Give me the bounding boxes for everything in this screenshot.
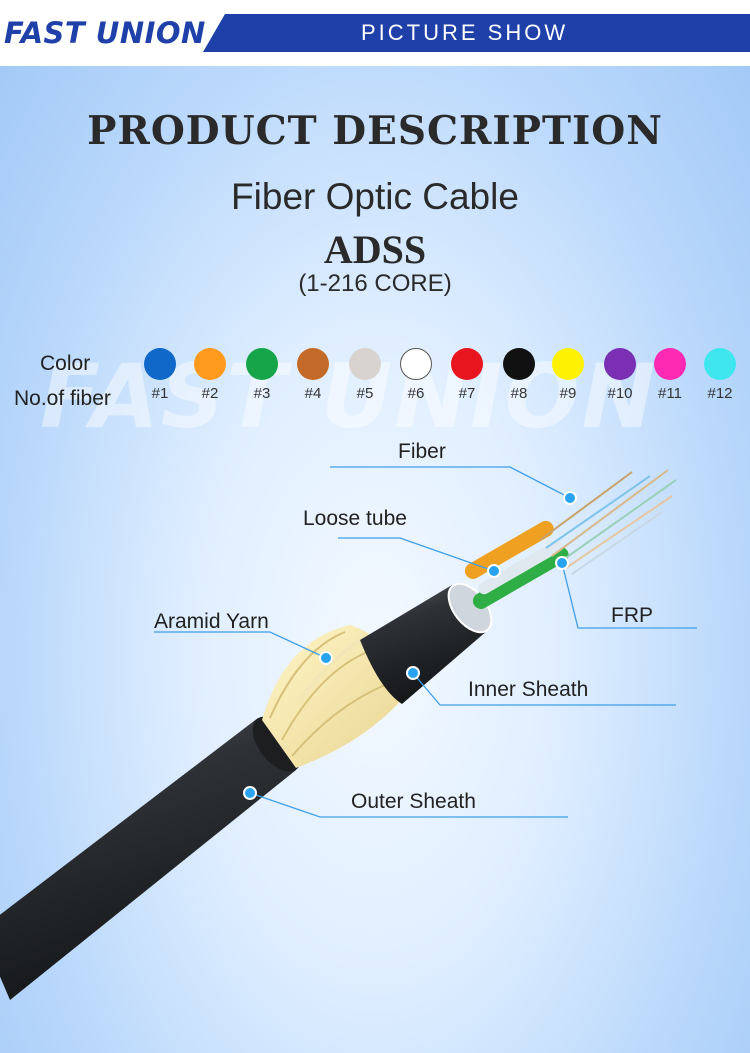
callout-dots — [243, 491, 577, 800]
fiber-number: #9 — [559, 385, 577, 402]
product-name: Fiber Optic Cable — [231, 176, 519, 217]
fiber-color-swatch — [400, 348, 432, 380]
loose-tubes-shape — [464, 520, 569, 609]
fiber-number: #7 — [458, 385, 476, 402]
label-outer-sheath: Outer Sheath — [351, 790, 476, 813]
fiber-number: #12 — [707, 385, 733, 402]
label-frp: FRP — [611, 604, 653, 627]
fiber-number: #10 — [607, 385, 633, 402]
fiber-number: #8 — [510, 385, 528, 402]
section-heading: PRODUCT DESCRIPTION — [87, 108, 663, 154]
fiber-color-swatch — [349, 348, 381, 380]
fiber-number: #11 — [658, 385, 682, 402]
fiber-color-swatch — [704, 348, 736, 380]
callout-leader-lines — [154, 466, 697, 818]
label-fiber: Fiber — [398, 440, 446, 463]
fiber-color-swatch — [144, 348, 176, 380]
fiber-color-swatch — [246, 348, 278, 380]
fiber-number: #2 — [201, 385, 219, 402]
product-model: ADSS — [323, 227, 427, 272]
fiber-color-swatch — [604, 348, 636, 380]
label-loose-tube: Loose tube — [303, 507, 407, 530]
brand-logo: FAST UNION — [4, 16, 206, 50]
fiber-number: #1 — [151, 385, 169, 402]
fiber-number: #5 — [356, 385, 374, 402]
fiber-number: #6 — [407, 385, 425, 402]
core-range: (1-216 CORE) — [298, 270, 452, 297]
fiber-strands-shape — [539, 469, 677, 575]
fiber-color-swatch — [654, 348, 686, 380]
fiber-color-swatch — [451, 348, 483, 380]
outer-sheath-shape — [0, 716, 302, 1000]
fiber-number: #3 — [253, 385, 271, 402]
banner-title: PICTURE SHOW — [361, 20, 569, 45]
fiber-number-row-label: No.of fiber — [14, 387, 111, 410]
label-aramid-yarn: Aramid Yarn — [154, 610, 269, 633]
fiber-color-swatch — [194, 348, 226, 380]
cable-cutaway-illustration — [0, 466, 697, 1000]
fiber-color-swatch — [552, 348, 584, 380]
header-banner-band — [203, 14, 750, 52]
fiber-number: #4 — [304, 385, 322, 402]
fiber-color-swatch — [503, 348, 535, 380]
fiber-color-swatch — [297, 348, 329, 380]
label-inner-sheath: Inner Sheath — [468, 678, 589, 701]
color-row-label: Color — [40, 352, 91, 375]
